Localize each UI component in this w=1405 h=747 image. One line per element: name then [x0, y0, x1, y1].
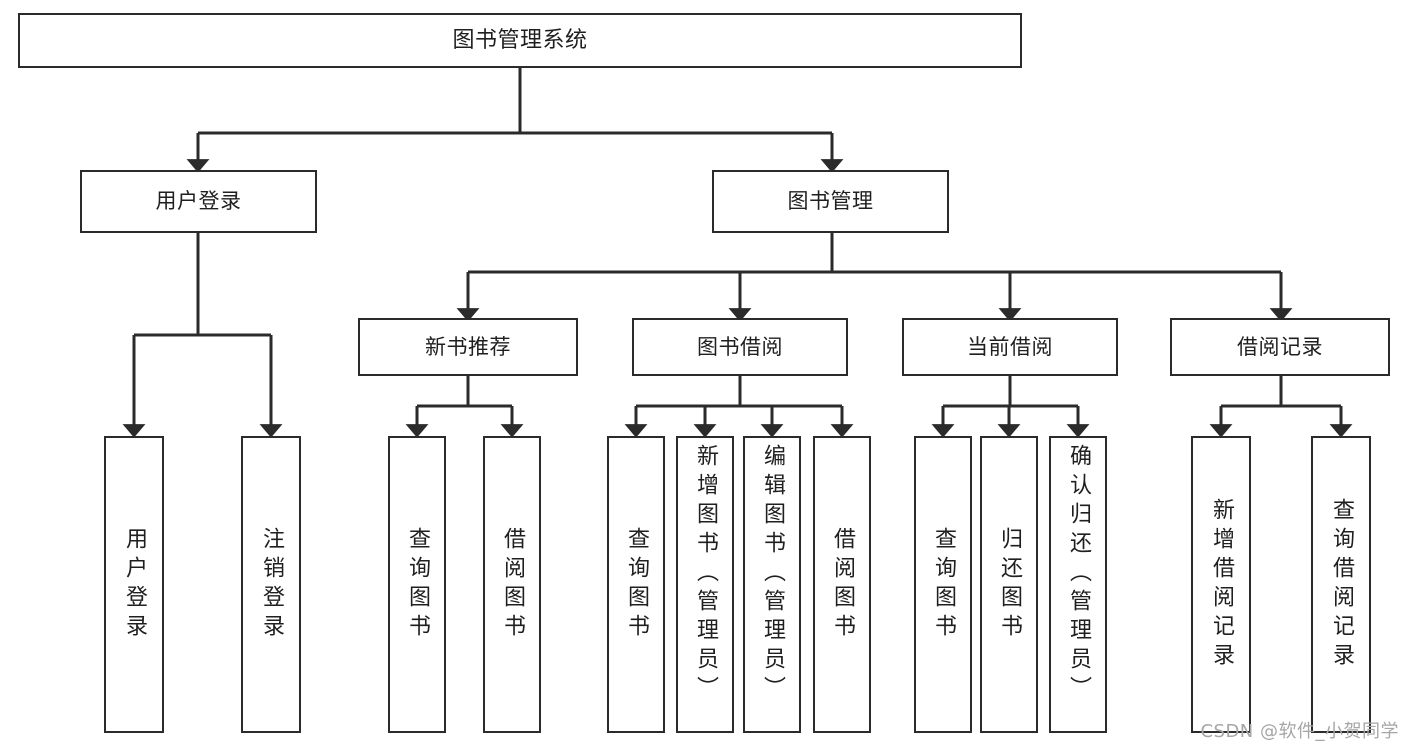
node-user-login-label: 用户登录	[155, 189, 242, 214]
node-leaf-confirm-return[interactable]: 确认归还（管理员）	[1049, 436, 1107, 733]
node-leaf-edit-book[interactable]: 编辑图书（管理员）	[743, 436, 801, 733]
node-leaf-confirm-return-label: 确认归还（管理员）	[1066, 444, 1091, 705]
node-leaf-user-login-label: 用户登录	[122, 526, 147, 643]
node-leaf-logout-label: 注销登录	[259, 526, 284, 643]
node-current-borrow-label: 当前借阅	[967, 334, 1053, 359]
node-root-system[interactable]: 图书管理系统	[18, 13, 1022, 68]
node-book-management-label: 图书管理	[787, 189, 874, 214]
node-leaf-query-book-current[interactable]: 查询图书	[914, 436, 972, 733]
node-leaf-add-borrow-record-label: 新增借阅记录	[1209, 497, 1234, 672]
node-user-login[interactable]: 用户登录	[80, 170, 317, 233]
node-leaf-add-borrow-record[interactable]: 新增借阅记录	[1191, 436, 1251, 733]
node-leaf-query-book-recommend-label: 查询图书	[405, 526, 430, 643]
node-leaf-borrow-book-recommend[interactable]: 借阅图书	[483, 436, 541, 733]
node-new-book-recommend-label: 新书推荐	[425, 334, 511, 359]
node-book-borrow-label: 图书借阅	[697, 334, 783, 359]
node-book-borrow[interactable]: 图书借阅	[632, 318, 848, 376]
node-leaf-query-book-borrow[interactable]: 查询图书	[607, 436, 665, 733]
node-leaf-borrow-book-label: 借阅图书	[830, 526, 855, 643]
node-leaf-user-login[interactable]: 用户登录	[104, 436, 164, 733]
node-borrow-records[interactable]: 借阅记录	[1170, 318, 1390, 376]
node-leaf-edit-book-label: 编辑图书（管理员）	[760, 444, 785, 705]
node-leaf-query-book-current-label: 查询图书	[931, 526, 956, 643]
node-leaf-query-book-borrow-label: 查询图书	[624, 526, 649, 643]
node-leaf-add-book-label: 新增图书（管理员）	[693, 444, 718, 705]
node-leaf-return-book[interactable]: 归还图书	[980, 436, 1038, 733]
node-leaf-return-book-label: 归还图书	[997, 526, 1022, 643]
node-current-borrow[interactable]: 当前借阅	[902, 318, 1118, 376]
node-leaf-query-borrow-record[interactable]: 查询借阅记录	[1311, 436, 1371, 733]
node-new-book-recommend[interactable]: 新书推荐	[358, 318, 578, 376]
node-borrow-records-label: 借阅记录	[1237, 334, 1323, 359]
node-book-management[interactable]: 图书管理	[712, 170, 949, 233]
node-leaf-borrow-book-recommend-label: 借阅图书	[500, 526, 525, 643]
node-leaf-query-borrow-record-label: 查询借阅记录	[1329, 497, 1354, 672]
node-leaf-logout[interactable]: 注销登录	[241, 436, 301, 733]
node-leaf-add-book[interactable]: 新增图书（管理员）	[676, 436, 734, 733]
node-root-label: 图书管理系统	[452, 27, 588, 53]
node-leaf-borrow-book[interactable]: 借阅图书	[813, 436, 871, 733]
node-leaf-query-book-recommend[interactable]: 查询图书	[388, 436, 446, 733]
